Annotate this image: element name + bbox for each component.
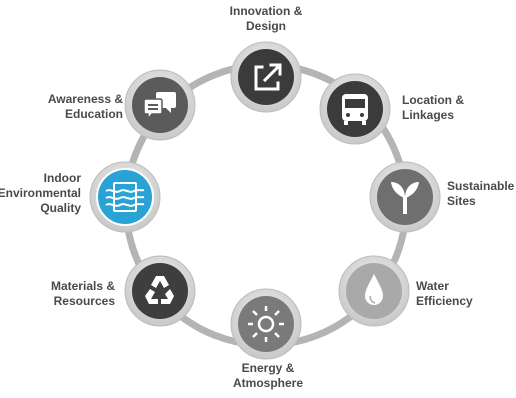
label-awareness-line1: Awareness &: [47, 92, 123, 106]
node-location[interactable]: [319, 73, 391, 145]
label-energy-line2: Atmosphere: [232, 376, 304, 390]
label-materials-line1: Materials &: [50, 279, 115, 293]
node-energy-disc: [238, 296, 294, 352]
sprout-icon: [391, 182, 419, 214]
label-awareness: Awareness & Education: [48, 92, 123, 122]
node-materials[interactable]: [124, 255, 196, 327]
node-ieq[interactable]: [89, 161, 161, 233]
label-awareness-line2: Education: [64, 107, 123, 121]
label-ieq-line2: Environmental: [0, 186, 81, 200]
label-innovation-line2: Design: [245, 19, 287, 33]
node-water[interactable]: [338, 255, 410, 327]
label-ieq-line3: Quality: [40, 201, 81, 215]
recycle-icon: [145, 276, 174, 304]
label-innovation-line1: Innovation &: [229, 4, 303, 18]
label-sites: Sustainable Sites: [447, 179, 514, 209]
label-innovation: Innovation & Design: [230, 4, 303, 34]
node-innovation[interactable]: [230, 41, 302, 113]
air-quality-icon: [105, 182, 145, 212]
label-ieq: Indoor Environmental Quality: [0, 171, 81, 216]
label-location: Location & Linkages: [402, 93, 464, 123]
label-materials-line2: Resources: [53, 294, 115, 308]
label-water-line2: Efficiency: [416, 294, 473, 308]
label-sites-line2: Sites: [447, 194, 476, 208]
label-location-line1: Location &: [402, 93, 464, 107]
node-materials-disc: [132, 263, 188, 319]
label-energy-line1: Energy &: [241, 361, 295, 375]
water-drop-icon: [365, 274, 383, 305]
label-sites-line1: Sustainable: [447, 179, 515, 193]
label-energy: Energy & Atmosphere: [233, 361, 303, 391]
node-awareness[interactable]: [124, 69, 196, 141]
label-water: Water Efficiency: [416, 279, 473, 309]
sun-icon: [248, 306, 284, 342]
label-water-line1: Water: [416, 279, 449, 293]
external-link-icon: [254, 63, 282, 91]
bus-icon: [342, 94, 368, 125]
node-sites[interactable]: [369, 161, 441, 233]
label-ieq-line1: Indoor: [43, 171, 81, 185]
label-location-line2: Linkages: [402, 108, 455, 122]
chat-bubbles-icon: [143, 92, 176, 122]
node-energy[interactable]: [230, 288, 302, 360]
label-materials: Materials & Resources: [51, 279, 115, 309]
